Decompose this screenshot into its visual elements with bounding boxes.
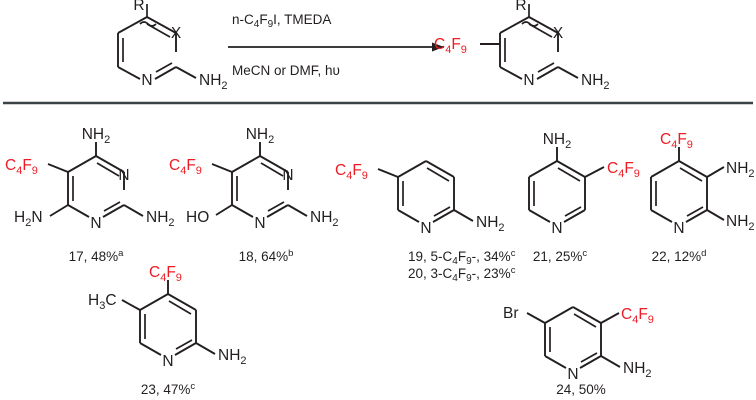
compound-23-ch3: H3C xyxy=(88,292,117,312)
compound-21-ring-n: N xyxy=(551,220,562,237)
product-label-NH2: NH2 xyxy=(581,72,610,92)
product-label-X: X xyxy=(553,25,564,42)
reactant-label-NH2: NH2 xyxy=(199,72,228,92)
compound-24-caption: 24, 50% xyxy=(556,382,606,397)
compound-18-c4f9: C4F9 xyxy=(169,157,202,177)
compound-17-ring-n1: N xyxy=(90,215,101,232)
compound-17-nh2-right: NH2 xyxy=(146,209,175,229)
compound-21-nh2: NH2 xyxy=(543,131,572,151)
compound-17-ring-n3: N xyxy=(118,167,129,184)
reactant-structure: R X N NH2 xyxy=(117,0,228,92)
compound-24-ring-n: N xyxy=(567,366,578,383)
compound-18-structure: NH2 C4F9 HO N N NH2 xyxy=(169,126,339,232)
compound-18-ho: HO xyxy=(186,209,209,226)
compound-22-structure: C4F9 NH2 NH2 N xyxy=(650,131,755,237)
reactant-label-N: N xyxy=(141,72,152,89)
compound-19-caption: 19, 5-C4F9-, 34%c xyxy=(408,248,516,267)
product-structure: R X N NH2 C4F9 xyxy=(434,0,610,92)
compound-22-caption: 22, 12%d xyxy=(652,248,707,264)
compound-24-nh2: NH2 xyxy=(623,360,652,380)
compound-18-caption: 18, 64%b xyxy=(239,248,294,264)
compound-24-br: Br xyxy=(503,305,519,322)
compound-24-c4f9: C4F9 xyxy=(621,306,654,326)
compound-23-caption: 23, 47%c xyxy=(141,381,196,397)
compound-17-h2n: H2N xyxy=(14,209,43,229)
compound-24-structure: Br C4F9 N NH2 xyxy=(503,305,654,383)
reaction-arrow xyxy=(228,42,444,52)
compound-21-c4f9: C4F9 xyxy=(607,160,640,180)
conditions-below-arrow: MeCN or DMF, hυ xyxy=(232,63,340,78)
compound-18-nh2-right: NH2 xyxy=(310,209,339,229)
conditions-above-arrow: n-C4F9I, TMEDA xyxy=(232,12,331,30)
compound-20-caption: 20, 3-C4F9-, 23%c xyxy=(408,265,516,284)
compound-23-c4f9: C4F9 xyxy=(149,264,182,284)
compound-23-structure: C4F9 H3C N NH2 xyxy=(88,264,247,370)
compound-17-nh2-top: NH2 xyxy=(82,126,111,146)
compound-22-nh2-c3: NH2 xyxy=(726,160,755,180)
compound-21-caption: 21, 25%c xyxy=(533,248,588,264)
compound-23-ring-n: N xyxy=(162,353,173,370)
compound-17-c4f9: C4F9 xyxy=(5,157,38,177)
compound-19-c4f9: C4F9 xyxy=(335,162,368,182)
compound-18-ring-n3: N xyxy=(282,167,293,184)
compound-22-ring-n: N xyxy=(673,220,684,237)
compound-22-nh2-c2: NH2 xyxy=(726,213,755,233)
compound-18-nh2-top: NH2 xyxy=(246,126,275,146)
compound-17-caption: 17, 48%a xyxy=(69,248,125,264)
product-label-N: N xyxy=(523,72,534,89)
compound-22-c4f9: C4F9 xyxy=(660,131,693,151)
compound-21-structure: NH2 C4F9 N xyxy=(528,131,640,237)
compound-18-ring-n1: N xyxy=(254,215,265,232)
compound-17-structure: NH2 C4F9 H2N N N NH2 xyxy=(5,126,175,232)
compound-19-structure: C4F9 N NH2 xyxy=(335,160,505,237)
compound-19-ring-n: N xyxy=(420,220,431,237)
reactant-label-X: X xyxy=(171,25,182,42)
product-label-R: R xyxy=(515,0,526,14)
compound-19-nh2: NH2 xyxy=(476,214,505,234)
product-label-C4F9: C4F9 xyxy=(434,36,467,56)
arrow-head xyxy=(432,42,444,52)
compound-23-nh2: NH2 xyxy=(218,347,247,367)
reactant-label-R: R xyxy=(133,0,144,14)
